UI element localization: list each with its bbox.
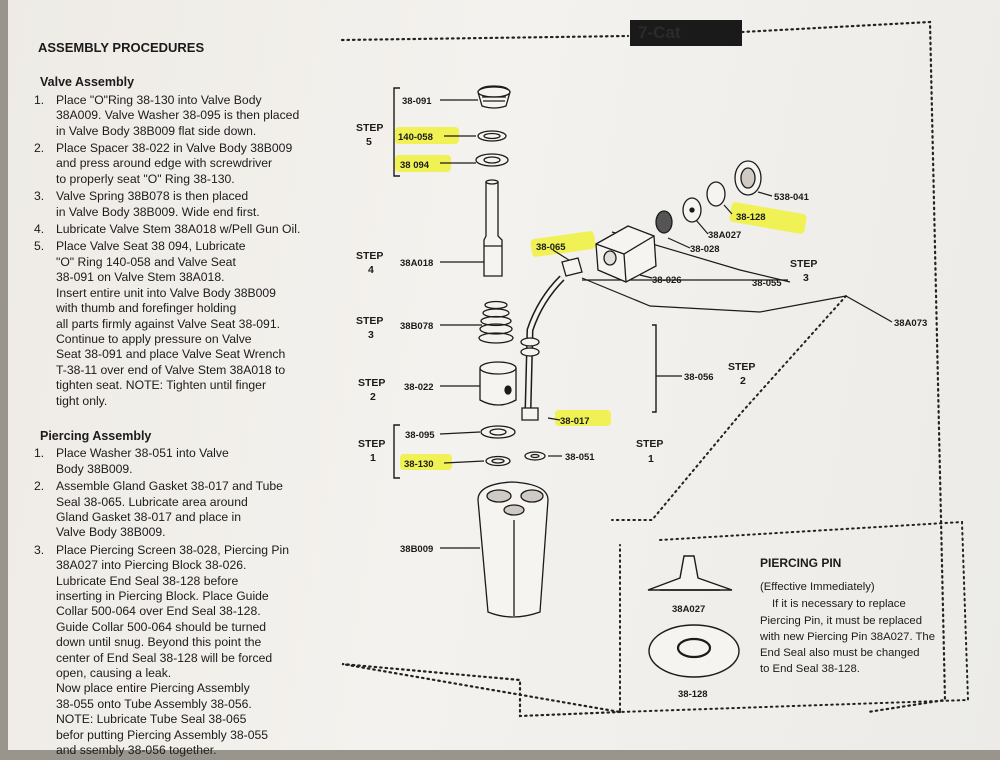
label-38-065: 38-065 xyxy=(536,242,566,253)
piercing-screen-part xyxy=(655,210,673,234)
label-38A027: 38A027 xyxy=(708,230,741,241)
label-38-094: 38 094 xyxy=(400,160,430,171)
step-number: 2. xyxy=(34,479,45,494)
tube-seal-part xyxy=(561,257,583,277)
label-38-091: 38-091 xyxy=(402,96,432,107)
procedure-step: 2. Place Spacer 38-022 in Valve Body 38B0… xyxy=(34,141,334,187)
highlight-38-094 xyxy=(395,155,451,172)
step-2-word: STEP xyxy=(358,377,385,389)
step-2-right-word: STEP xyxy=(728,361,755,373)
procedure-step: 3. Place Piercing Screen 38-028, Piercing… xyxy=(34,543,334,759)
notice-seal-label: 38-128 xyxy=(678,689,708,700)
step-1-word: STEP xyxy=(358,438,385,450)
gland-gasket-part xyxy=(521,407,539,421)
step-3-right-word: STEP xyxy=(790,258,817,270)
label-38-017: 38-017 xyxy=(560,416,590,427)
highlight-140-058 xyxy=(395,127,459,144)
valve-spring-part xyxy=(478,300,514,344)
step-number: 1. xyxy=(34,92,45,107)
procedure-step: 1. Place "O"Ring 38-130 into Valve Body 3… xyxy=(34,93,334,139)
step-3-num: 3 xyxy=(368,329,374,341)
label-38A018: 38A018 xyxy=(400,258,433,269)
notice-pin-label: 38A027 xyxy=(672,604,705,615)
valve-stem-part xyxy=(483,181,503,277)
step-3-right-num: 3 xyxy=(803,272,809,284)
notice-line-2: If it is necessary to replace xyxy=(772,598,906,610)
step-text: Place Spacer 38-022 in Valve Body 38B009… xyxy=(56,141,293,186)
valve-body-part xyxy=(477,481,549,618)
step-2-num: 2 xyxy=(370,391,376,403)
label-38-056: 38-056 xyxy=(684,372,714,383)
label-38-028: 38-028 xyxy=(690,244,720,255)
step-text: Lubricate Valve Stem 38A018 w/Pell Gun O… xyxy=(56,222,301,237)
step-number: 1. xyxy=(34,446,45,461)
step-4-num: 4 xyxy=(368,264,374,276)
step-text: Assemble Gland Gasket 38-017 and Tube Se… xyxy=(56,479,283,540)
procedure-step: 5. Place Valve Seat 38 094, Lubricate "O"… xyxy=(34,239,334,408)
step-number: 4. xyxy=(34,222,45,237)
procedure-step: 1. Place Washer 38-051 into Valve Body 38… xyxy=(34,446,334,477)
step-4-word: STEP xyxy=(356,250,383,262)
step-1-num: 1 xyxy=(370,452,376,464)
assembly-procedures: ASSEMBLY PROCEDURES Valve Assembly 1. Pla… xyxy=(34,40,334,760)
notice-line-3: Piercing Pin, it must be replaced xyxy=(760,615,922,627)
label-38-022: 38-022 xyxy=(404,382,434,393)
step-text: Place Piercing Screen 38-028, Piercing P… xyxy=(56,542,290,758)
label-38-051: 38-051 xyxy=(565,452,595,463)
step-text: Valve Spring 38B078 is then placed in Va… xyxy=(56,189,260,219)
label-140-058: 140-058 xyxy=(398,132,433,143)
notice-line-4: with new Piercing Pin 38A027. The xyxy=(759,631,935,643)
procedure-step: 3. Valve Spring 38B078 is then placed in … xyxy=(34,189,334,220)
step-1-right-num: 1 xyxy=(648,453,654,465)
step-number: 2. xyxy=(34,141,45,156)
valve-assembly-heading: Valve Assembly xyxy=(40,75,135,90)
piercing-block-part xyxy=(595,225,657,283)
header-tab: 7-Cat xyxy=(630,20,742,46)
label-38-130: 38-130 xyxy=(404,459,434,470)
procedure-step: 4. Lubricate Valve Stem 38A018 w/Pell Gun… xyxy=(34,222,334,237)
o-ring-38-130-part xyxy=(485,455,511,467)
label-38-095: 38-095 xyxy=(405,430,435,441)
o-ring-140-058-part xyxy=(477,130,507,142)
piercing-pin-notice: 38A027 38-128 PIERCING PIN (Effective Im… xyxy=(647,555,935,700)
label-38B078: 38B078 xyxy=(400,321,433,332)
header-tab-text: 7-Cat xyxy=(638,23,681,42)
label-538-041: 538-041 xyxy=(774,192,810,203)
step-number: 3. xyxy=(34,189,45,204)
valve-steps-list: 1. Place "O"Ring 38-130 into Valve Body 3… xyxy=(34,93,334,409)
step-5-num: 5 xyxy=(366,136,372,148)
end-seal-part xyxy=(706,181,726,207)
highlight-38-130 xyxy=(400,454,452,470)
notice-line-1: (Effective Immediately) xyxy=(760,581,875,593)
piercing-steps-list: 1. Place Washer 38-051 into Valve Body 38… xyxy=(34,446,334,758)
step-number: 3. xyxy=(34,542,45,557)
procedures-title: ASSEMBLY PROCEDURES xyxy=(38,40,205,55)
step-5-word: STEP xyxy=(356,122,383,134)
step-1-right-word: STEP xyxy=(636,438,663,450)
label-38-055: 38-055 xyxy=(752,278,782,289)
highlight-38-128 xyxy=(729,202,807,234)
piercing-assembly-heading: Piercing Assembly xyxy=(40,428,152,443)
step-text: Place Washer 38-051 into Valve Body 38B0… xyxy=(56,446,229,476)
label-38A073: 38A073 xyxy=(894,318,927,329)
step-3-word: STEP xyxy=(356,315,383,327)
notice-title: PIERCING PIN xyxy=(760,556,841,570)
step-2-right-num: 2 xyxy=(740,375,746,387)
procedure-step: 2. Assemble Gland Gasket 38-017 and Tube … xyxy=(34,479,334,541)
notice-line-5: End Seal also must be changed xyxy=(760,647,920,659)
label-38-026: 38-026 xyxy=(652,275,682,286)
notice-line-6: to End Seal 38-128. xyxy=(760,663,860,675)
end-seal-profile-icon xyxy=(648,624,740,678)
label-38-128: 38-128 xyxy=(736,212,766,223)
highlight-38-017 xyxy=(555,410,611,426)
step-text: Place Valve Seat 38 094, Lubricate "O" R… xyxy=(56,239,286,408)
piercing-pin-profile-icon xyxy=(647,555,733,591)
label-38B009: 38B009 xyxy=(400,544,433,555)
valve-parts xyxy=(475,85,762,618)
step-text: Place "O"Ring 38-130 into Valve Body 38A… xyxy=(56,92,300,138)
highlight-38-065 xyxy=(530,231,596,257)
step-number: 5. xyxy=(34,239,45,254)
